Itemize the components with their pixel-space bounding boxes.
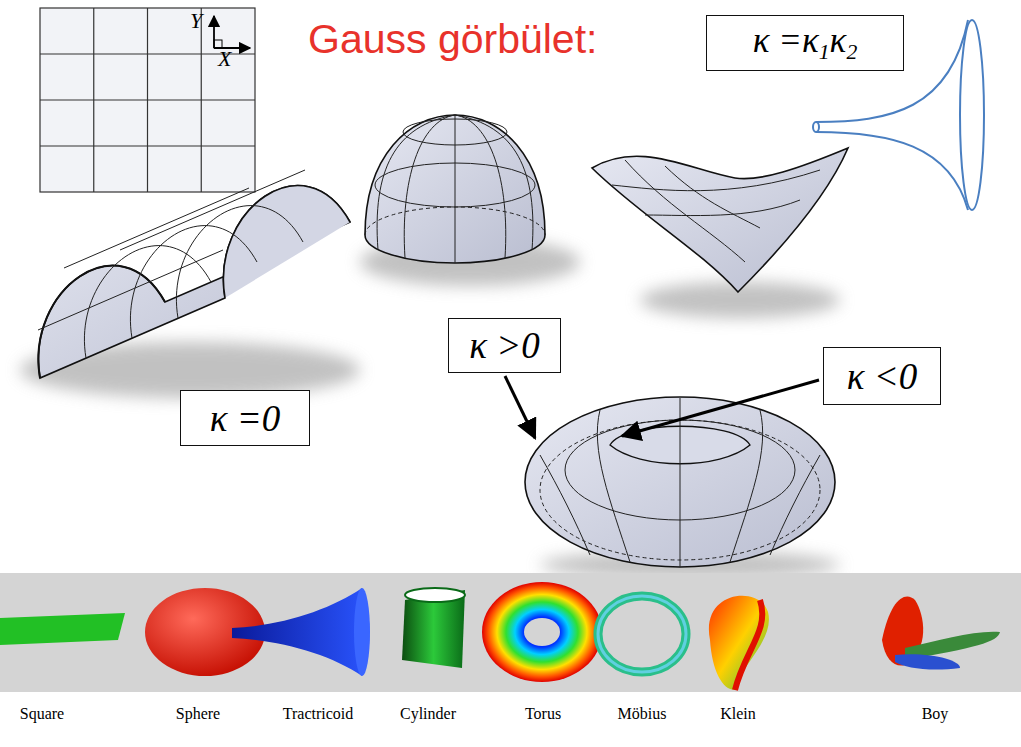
sphere-dome-part-part (455, 115, 506, 258)
formula-text: κ =κ1κ2 (753, 21, 857, 65)
surface-gallery-part (354, 588, 370, 676)
surface-gallery-part (895, 654, 960, 669)
cylinder-surface-part (38, 170, 305, 358)
torus-surface-part-part (540, 455, 590, 555)
tractricoid-outline-part (816, 132, 968, 210)
surface-gallery-part (598, 596, 686, 672)
surface-gallery-part (0, 613, 125, 645)
surface-gallery-part (482, 582, 602, 682)
saddle-surface-part-part (612, 170, 820, 191)
saddle-surface-part (592, 148, 848, 292)
surface-name: Möbius (618, 705, 667, 723)
surface-name: Sphere (176, 705, 220, 723)
torus-surface (525, 397, 840, 579)
curvature-box: κ >0 (448, 318, 561, 373)
sphere-dome-part-part (377, 115, 455, 250)
surface-name: Torus (525, 705, 561, 723)
axis-label: Y (190, 8, 202, 34)
surface-name: Boy (922, 705, 949, 723)
torus-surface-part (540, 398, 820, 567)
saddle-surface-part-part (645, 200, 800, 216)
surface-name: Square (20, 705, 64, 723)
surface-gallery-part (0, 573, 1021, 692)
tractricoid-outline-part (960, 20, 984, 210)
surface-gallery-part (0, 692, 1021, 747)
sphere-dome-part (365, 115, 545, 263)
sphere-dome-part-part (404, 115, 455, 258)
saddle-surface (592, 148, 848, 318)
surface-name: Cylinder (400, 705, 456, 723)
torus-surface-part-part (730, 410, 763, 562)
flat-grid-part (40, 145, 255, 146)
saddle-surface-part-part (665, 166, 760, 228)
surface-name: Tractricoid (283, 705, 354, 723)
cylinder-surface-part-part (38, 250, 223, 330)
surface-gallery-part (735, 600, 762, 690)
cylinder-surface-part-part (120, 170, 305, 250)
curvature-box: κ <0 (823, 347, 941, 405)
axis-label: X (218, 46, 231, 72)
cylinder-surface (20, 170, 360, 398)
sphere-dome-part (365, 115, 545, 263)
curvature-label: κ <0 (847, 355, 917, 398)
torus-surface-part-part (597, 410, 630, 562)
surface-gallery-part (598, 596, 686, 672)
flat-grid-part (40, 99, 255, 100)
sphere-dome-part-part (455, 115, 533, 250)
curvature-box: κ =0 (180, 390, 310, 446)
formula-box: κ =κ1κ2 (706, 15, 904, 71)
leader-arrows-part (622, 380, 819, 436)
flat-grid-part (40, 8, 255, 192)
curvature-label: κ =0 (210, 397, 280, 440)
surface-gallery-part (524, 618, 560, 646)
sphere-dome (360, 115, 580, 286)
surface-gallery-part (405, 588, 465, 602)
torus-surface-part-part (680, 398, 681, 567)
leader-arrows (505, 376, 819, 438)
tractricoid-outline-part (813, 122, 819, 132)
curvature-label: κ >0 (469, 324, 539, 367)
title: Gauss görbület: (308, 16, 597, 63)
leader-arrows-part (505, 376, 535, 438)
flat-grid (40, 8, 255, 192)
torus-surface-part-part (770, 455, 820, 555)
torus-surface-part (525, 397, 835, 567)
surface-gallery-part (232, 588, 370, 676)
cylinder-surface-part-part (64, 188, 249, 268)
surface-name: Klein (720, 705, 756, 723)
cylinder-surface-part (38, 186, 350, 378)
surface-gallery (0, 573, 1021, 747)
axis-arrows (214, 16, 250, 48)
sphere-dome-part-part (455, 115, 456, 263)
saddle-surface-part (612, 160, 820, 262)
surface-gallery-part (709, 596, 769, 690)
